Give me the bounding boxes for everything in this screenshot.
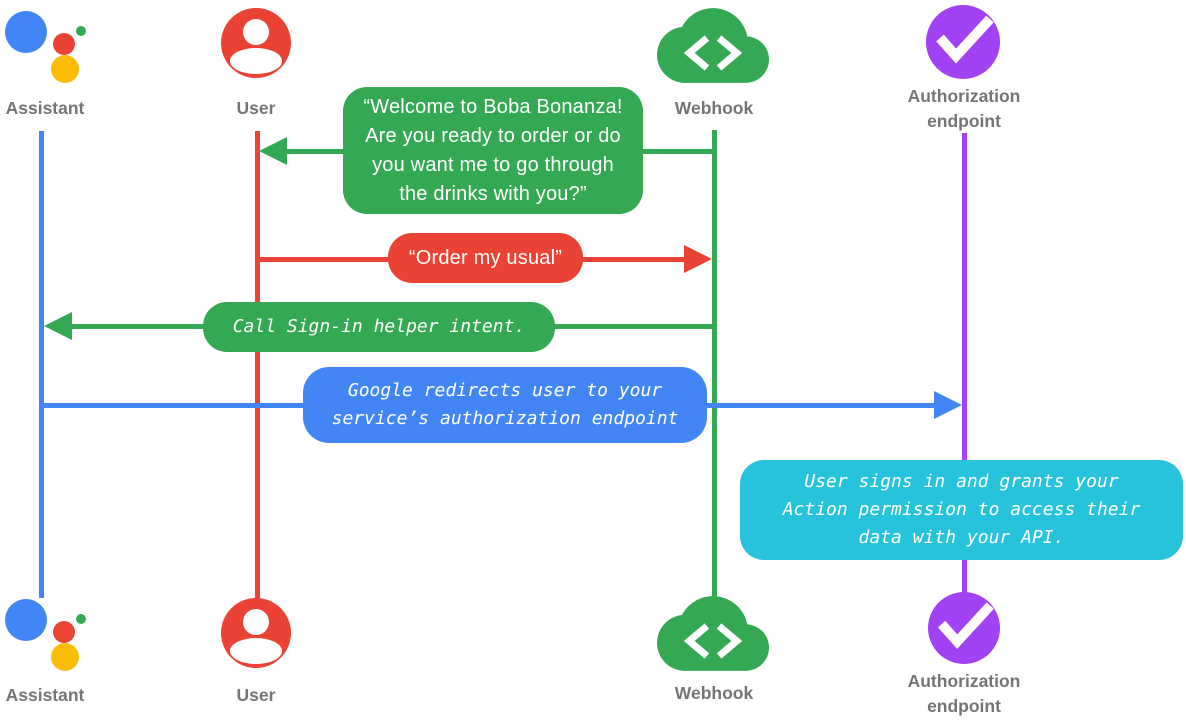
actor-label-text: User bbox=[236, 685, 276, 705]
actor-label-text: Authorization bbox=[907, 86, 1021, 106]
assistant-label-top: Assistant bbox=[0, 96, 125, 121]
message-bubble-redirect: Google redirects user to your service’s … bbox=[303, 367, 707, 443]
webhook-cloud-icon bbox=[657, 8, 769, 83]
message-line: data with your API. bbox=[858, 527, 1065, 548]
message-line: Call Sign-in helper intent. bbox=[232, 316, 526, 337]
message-bubble-welcome: “Welcome to Boba Bonanza! Are you ready … bbox=[343, 87, 643, 214]
authorization-check-icon bbox=[926, 5, 1000, 79]
auth-endpoint-label-bottom: Authorization endpoint bbox=[884, 669, 1044, 719]
actor-label-text: Authorization bbox=[907, 671, 1021, 691]
message-bubble-signin-helper: Call Sign-in helper intent. bbox=[203, 302, 555, 352]
auth-endpoint-lifeline bbox=[962, 133, 967, 593]
webhook-label-top: Webhook bbox=[634, 96, 794, 121]
message-line: “Order my usual” bbox=[408, 246, 563, 269]
actor-label-text: endpoint bbox=[927, 111, 1001, 131]
user-icon bbox=[221, 598, 291, 668]
assistant-label-bottom: Assistant bbox=[0, 683, 125, 708]
actor-label-text: User bbox=[236, 98, 276, 118]
user-label-top: User bbox=[176, 96, 336, 121]
message-line: “Welcome to Boba Bonanza! bbox=[363, 95, 623, 118]
arrow-webhook-to-assistant-arrowhead-icon bbox=[44, 312, 72, 340]
actor-label-text: Webhook bbox=[674, 98, 754, 118]
webhook-lifeline bbox=[712, 130, 717, 598]
message-line: you want me to go through bbox=[372, 153, 614, 176]
assistant-lifeline bbox=[39, 131, 44, 598]
actor-label-text: endpoint bbox=[927, 696, 1001, 716]
message-line: Are you ready to order or do bbox=[365, 124, 621, 147]
message-bubble-order-my-usual: “Order my usual” bbox=[388, 233, 583, 283]
message-line: service’s authorization endpoint bbox=[331, 408, 679, 429]
user-icon bbox=[221, 8, 291, 78]
actor-label-text: Assistant bbox=[5, 98, 85, 118]
user-label-bottom: User bbox=[176, 683, 336, 708]
webhook-cloud-icon bbox=[657, 596, 769, 671]
user-lifeline bbox=[255, 131, 260, 600]
arrow-user-to-webhook-arrowhead-icon bbox=[684, 245, 712, 273]
message-line: User signs in and grants your bbox=[804, 471, 1119, 492]
message-line: the drinks with you?” bbox=[399, 182, 587, 205]
actor-label-text: Webhook bbox=[674, 683, 754, 703]
message-line: Action permission to access their bbox=[782, 499, 1141, 520]
arrow-assistant-to-auth-arrowhead-icon bbox=[934, 391, 962, 419]
google-assistant-icon bbox=[5, 599, 86, 671]
webhook-label-bottom: Webhook bbox=[634, 681, 794, 706]
authorization-check-icon bbox=[928, 592, 1000, 664]
google-assistant-icon bbox=[5, 11, 86, 83]
auth-endpoint-label-top: Authorization endpoint bbox=[884, 84, 1044, 134]
arrow-webhook-to-user-arrowhead-icon bbox=[259, 137, 287, 165]
message-line: Google redirects user to your bbox=[347, 380, 663, 401]
actor-label-text: Assistant bbox=[5, 685, 85, 705]
note-bubble-user-grants: User signs in and grants your Action per… bbox=[740, 460, 1183, 560]
